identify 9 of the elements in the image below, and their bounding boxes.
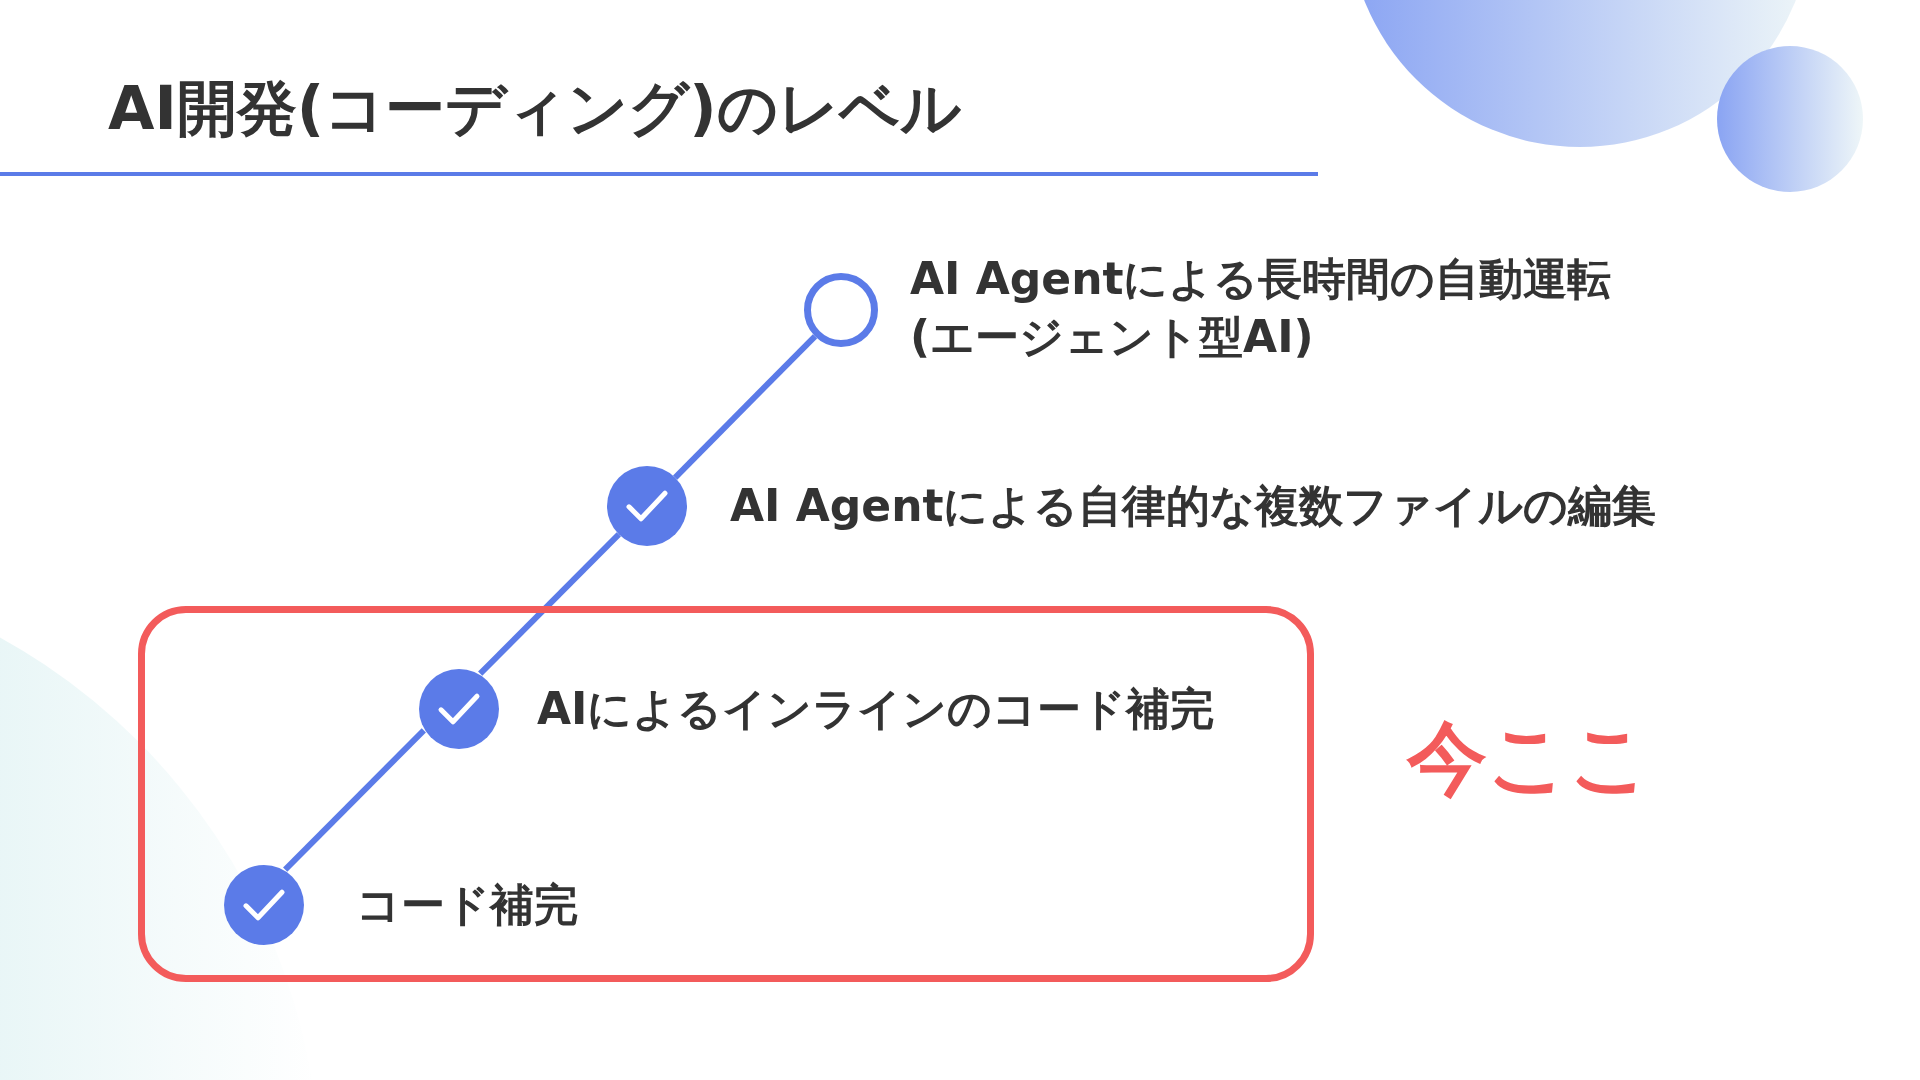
connector-line: [478, 532, 621, 676]
slide-title: AI開発(コーディング)のレベル: [108, 72, 961, 145]
step-label: AI Agentによる自律的な複数ファイルの編集: [730, 479, 1657, 533]
step-label: コード補完: [356, 878, 578, 932]
connector-line: [283, 728, 426, 872]
connector-line: [673, 334, 818, 480]
callout-text: 今ここ: [1407, 711, 1651, 807]
step-label: AI Agentによる長時間の自動運転 (エージェント型AI): [910, 252, 1613, 364]
step-label: AIによるインラインのコード補完: [537, 682, 1215, 736]
